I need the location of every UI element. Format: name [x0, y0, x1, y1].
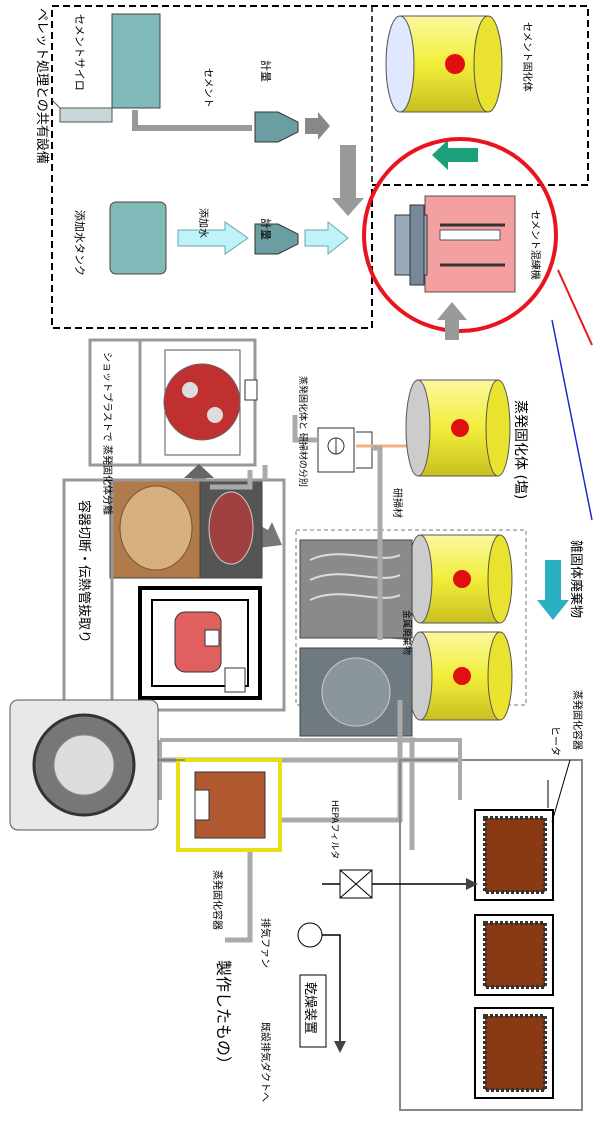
cement-solid-drum-icon	[386, 16, 502, 112]
vessel-cut-photo-2	[200, 480, 262, 578]
label-additive-tank: 添加水タンク	[73, 210, 87, 276]
silo-to-weighing-pipe	[135, 110, 252, 128]
heater-vessel-3-icon	[475, 1008, 553, 1098]
coil-photo	[300, 540, 412, 638]
shot-blast-box	[90, 340, 257, 465]
label-abrasive: 研掃材	[391, 488, 404, 518]
misc-drum-2-icon	[408, 632, 512, 720]
label-existing-duct: 既設排気ダクトへ	[259, 1022, 272, 1102]
label-vessel-cut: 容器切断・伝熱管抜取り	[76, 500, 92, 643]
label-evap-vessel-right: 蒸発固化容器	[571, 690, 584, 750]
cement-mixer-icon	[395, 196, 515, 292]
vessel-cut-photo-1	[110, 480, 202, 578]
label-heater: ヒータ	[549, 726, 561, 756]
label-hepa: HEPAフィルタ	[329, 800, 340, 859]
label-metal-waste: 金属廃棄物	[401, 610, 413, 655]
cutting-machine-icon	[140, 588, 260, 698]
label-misc-waste: 雑固体廃棄物	[568, 540, 584, 618]
label-fabricated: 製作したもの）	[214, 960, 233, 1072]
heater-vessel-2-icon	[475, 915, 553, 995]
exhaust-fan-icon	[298, 923, 322, 947]
label-weighing-mid: 計量	[259, 218, 273, 240]
hepa-filter-icon	[340, 870, 372, 898]
label-dryer: 乾燥装置	[302, 982, 317, 1034]
additive-tank-icon	[110, 202, 166, 274]
vessel-photo	[300, 648, 412, 736]
green-arrow-up	[432, 140, 478, 170]
label-cement: セメント	[202, 68, 214, 108]
misc-drum-1-icon	[408, 535, 512, 623]
label-evap-solid: 蒸発固化体 (塩)	[512, 400, 528, 499]
evap-solid-drum-icon	[406, 380, 510, 476]
shot-blast-machine-icon	[164, 350, 257, 455]
label-cement-solid: セメント固化体	[521, 22, 534, 92]
cyan-arrow-water	[178, 222, 248, 254]
label-weighing-top: 計量	[259, 60, 273, 82]
gray-arrow-top	[305, 112, 330, 140]
evap-vessel-left-icon	[178, 760, 280, 850]
cement-silo-icon	[52, 14, 160, 122]
vessel-pointer	[552, 760, 570, 822]
gray-arrow-to-mixer	[437, 302, 467, 340]
separator-icon	[318, 428, 372, 472]
heater-vessel-1-icon	[475, 810, 553, 900]
cyan-arrow-to-mixer	[305, 222, 348, 254]
gray-arrow-down-merge	[332, 145, 364, 216]
label-exhaust-fan: 排気ファン	[259, 918, 272, 968]
label-additive-water: 添加水	[197, 208, 210, 238]
weighing-hopper-top-icon	[255, 112, 298, 142]
cyan-arrow-misc	[537, 560, 569, 620]
label-shared-facility: ペレット処理との共有設備	[34, 8, 50, 164]
label-cement-mixer: セメント混練機	[529, 210, 542, 280]
label-shot-blast: ショットブラストで 蒸発固化体分離	[101, 352, 114, 515]
label-evap-vessel-left: 蒸発固化容器	[211, 870, 224, 930]
label-separation: 蒸発固化体と 研掃材の分別	[297, 376, 309, 487]
label-cement-silo: セメントサイロ	[73, 14, 86, 91]
